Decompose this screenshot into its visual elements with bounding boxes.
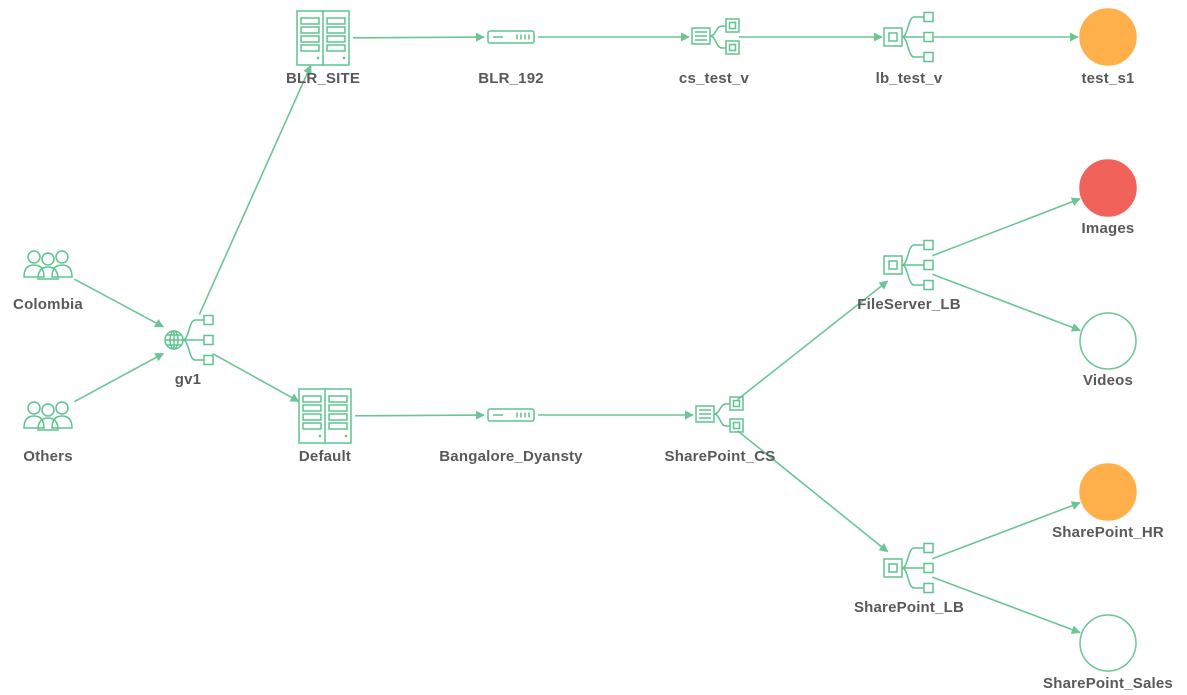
service-status-icon (1079, 8, 1137, 66)
content-switch-icon (695, 396, 744, 433)
user-group-icon (23, 401, 73, 431)
node-label-sharepoint-lb[interactable]: SharePoint_LB (853, 599, 965, 616)
node-sharepoint-hr[interactable] (1079, 463, 1137, 521)
node-sharepoint-cs[interactable] (695, 396, 744, 433)
edge-fileserver_lb-to-videos (932, 273, 1081, 332)
node-images[interactable] (1079, 159, 1137, 217)
edge-default-to-bangalore_dyansty (354, 410, 485, 420)
node-colombia[interactable] (23, 250, 73, 280)
edge-gv1-to-default (212, 352, 300, 403)
service-status-icon (1079, 159, 1137, 217)
node-bangalore-dyansty[interactable] (487, 408, 535, 422)
node-sharepoint-sales[interactable] (1079, 614, 1137, 672)
edge-colombia-to-gv1 (74, 278, 165, 328)
node-label-bangalore-dyansty[interactable]: Bangalore_Dyansty (439, 448, 583, 465)
node-fileserver-lb[interactable] (883, 239, 934, 291)
node-test-s1[interactable] (1079, 8, 1137, 66)
edge-sharepoint_lb-to-sharepoint_hr (932, 501, 1081, 560)
appliance-icon (487, 30, 535, 44)
node-label-sharepoint-sales[interactable]: SharePoint_Sales (1043, 675, 1173, 692)
service-status-icon (1079, 312, 1137, 370)
content-switch-icon (691, 18, 740, 55)
edge-fileserver_lb-to-images (932, 197, 1081, 257)
node-label-blr-site[interactable]: BLR_SITE (285, 70, 361, 87)
load-balancer-icon (883, 542, 934, 594)
node-label-gv1[interactable]: gv1 (174, 371, 202, 388)
edge-gv1-to-blr_site (198, 64, 312, 315)
globe-distributor-icon (164, 314, 214, 366)
edge-blr_site-to-blr_192 (352, 32, 485, 42)
load-balancer-icon (883, 239, 934, 291)
node-others[interactable] (23, 401, 73, 431)
node-label-others[interactable]: Others (23, 448, 73, 465)
node-label-test-s1[interactable]: test_s1 (1081, 70, 1135, 87)
node-label-sharepoint-cs[interactable]: SharePoint_CS (664, 448, 776, 465)
node-label-default[interactable]: Default (298, 448, 352, 465)
node-label-blr-192[interactable]: BLR_192 (478, 70, 544, 87)
server-rack-icon (296, 10, 350, 66)
edge-others-to-gv1 (74, 352, 165, 403)
edge-sharepoint_cs-to-sharepoint_lb (736, 430, 889, 553)
node-label-sharepoint-hr[interactable]: SharePoint_HR (1052, 524, 1164, 541)
node-sharepoint-lb[interactable] (883, 542, 934, 594)
node-label-colombia[interactable]: Colombia (13, 296, 83, 313)
server-rack-icon (298, 388, 352, 444)
edges-layer (74, 32, 1081, 634)
user-group-icon (23, 250, 73, 280)
node-default[interactable] (298, 388, 352, 444)
node-label-lb-test-v[interactable]: lb_test_v (875, 70, 943, 87)
node-label-videos[interactable]: Videos (1082, 372, 1134, 389)
nodes-layer (23, 8, 1137, 672)
node-label-cs-test-v[interactable]: cs_test_v (678, 70, 750, 87)
service-status-icon (1079, 463, 1137, 521)
node-blr-192[interactable] (487, 30, 535, 44)
node-label-fileserver-lb[interactable]: FileServer_LB (857, 296, 961, 313)
node-videos[interactable] (1079, 312, 1137, 370)
node-gv1[interactable] (164, 314, 214, 366)
edge-sharepoint_cs-to-fileserver_lb (737, 280, 889, 401)
node-lb-test-v[interactable] (883, 11, 934, 63)
edge-sharepoint_lb-to-sharepoint_sales (932, 576, 1081, 634)
node-label-images[interactable]: Images (1081, 220, 1135, 237)
node-blr-site[interactable] (296, 10, 350, 66)
appliance-icon (487, 408, 535, 422)
node-cs-test-v[interactable] (691, 18, 740, 55)
load-balancer-icon (883, 11, 934, 63)
service-status-icon (1079, 614, 1137, 672)
